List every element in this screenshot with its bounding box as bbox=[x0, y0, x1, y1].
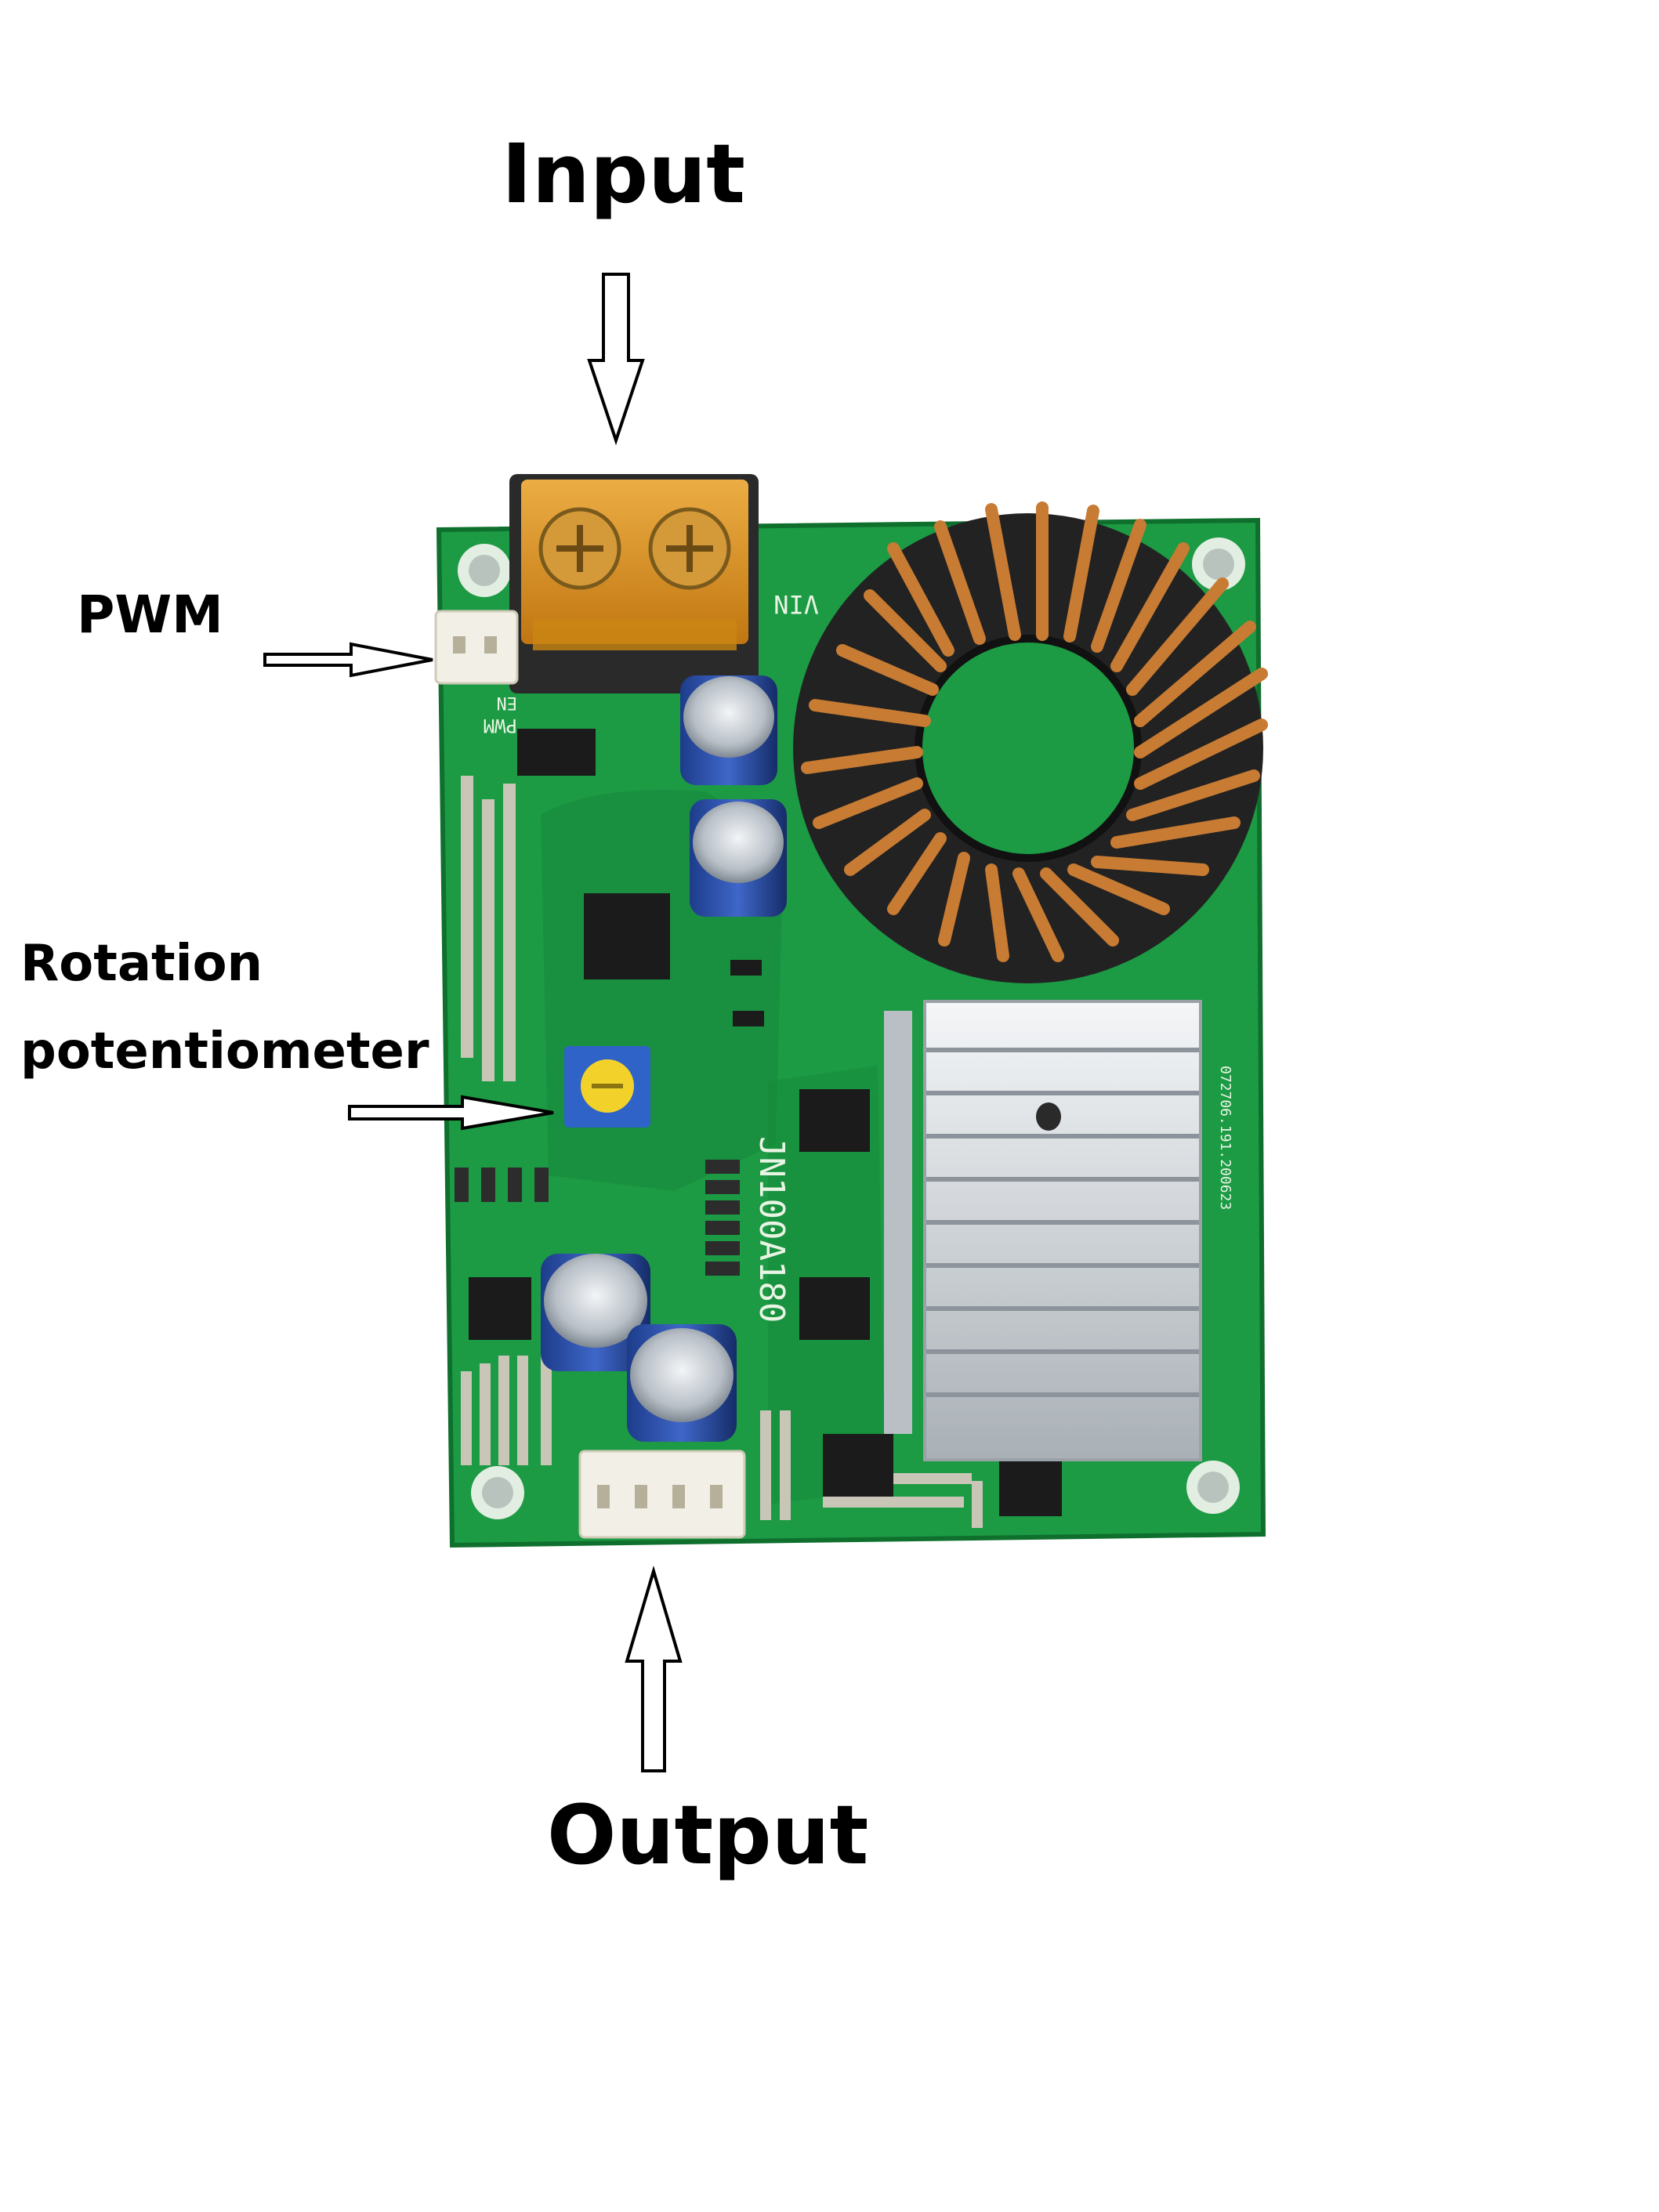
rotation-label: Rotation bbox=[20, 935, 263, 993]
input-label: Input bbox=[502, 126, 745, 222]
resistor-array bbox=[455, 1160, 740, 1276]
arrow-right-icon bbox=[263, 642, 433, 678]
heatsink bbox=[884, 1000, 1202, 1461]
rotation-potentiometer bbox=[564, 1046, 650, 1128]
en-silk: EN bbox=[497, 693, 518, 712]
input-terminal-block bbox=[509, 474, 759, 693]
arrow-up-icon bbox=[625, 1565, 683, 1772]
output-label: Output bbox=[547, 1787, 869, 1883]
pwm-silk: PWM bbox=[484, 715, 517, 737]
arrow-down-icon bbox=[587, 273, 645, 446]
smd-components bbox=[469, 729, 1062, 1516]
capacitor bbox=[541, 675, 787, 1442]
pwm-connector bbox=[434, 610, 519, 685]
pwm-label: PWM bbox=[77, 585, 223, 645]
arrow-right-icon bbox=[348, 1095, 554, 1131]
mounting-hole bbox=[458, 538, 1245, 1519]
rev-silk: 072706.191.200623 bbox=[1217, 1066, 1233, 1210]
potentiometer-label: potentiometer bbox=[20, 1023, 429, 1081]
board-model-silk: JN100A180 bbox=[752, 1136, 791, 1323]
output-connector bbox=[578, 1450, 746, 1539]
vin-silk: VIN bbox=[773, 589, 819, 619]
toroid-inductor bbox=[793, 501, 1268, 983]
